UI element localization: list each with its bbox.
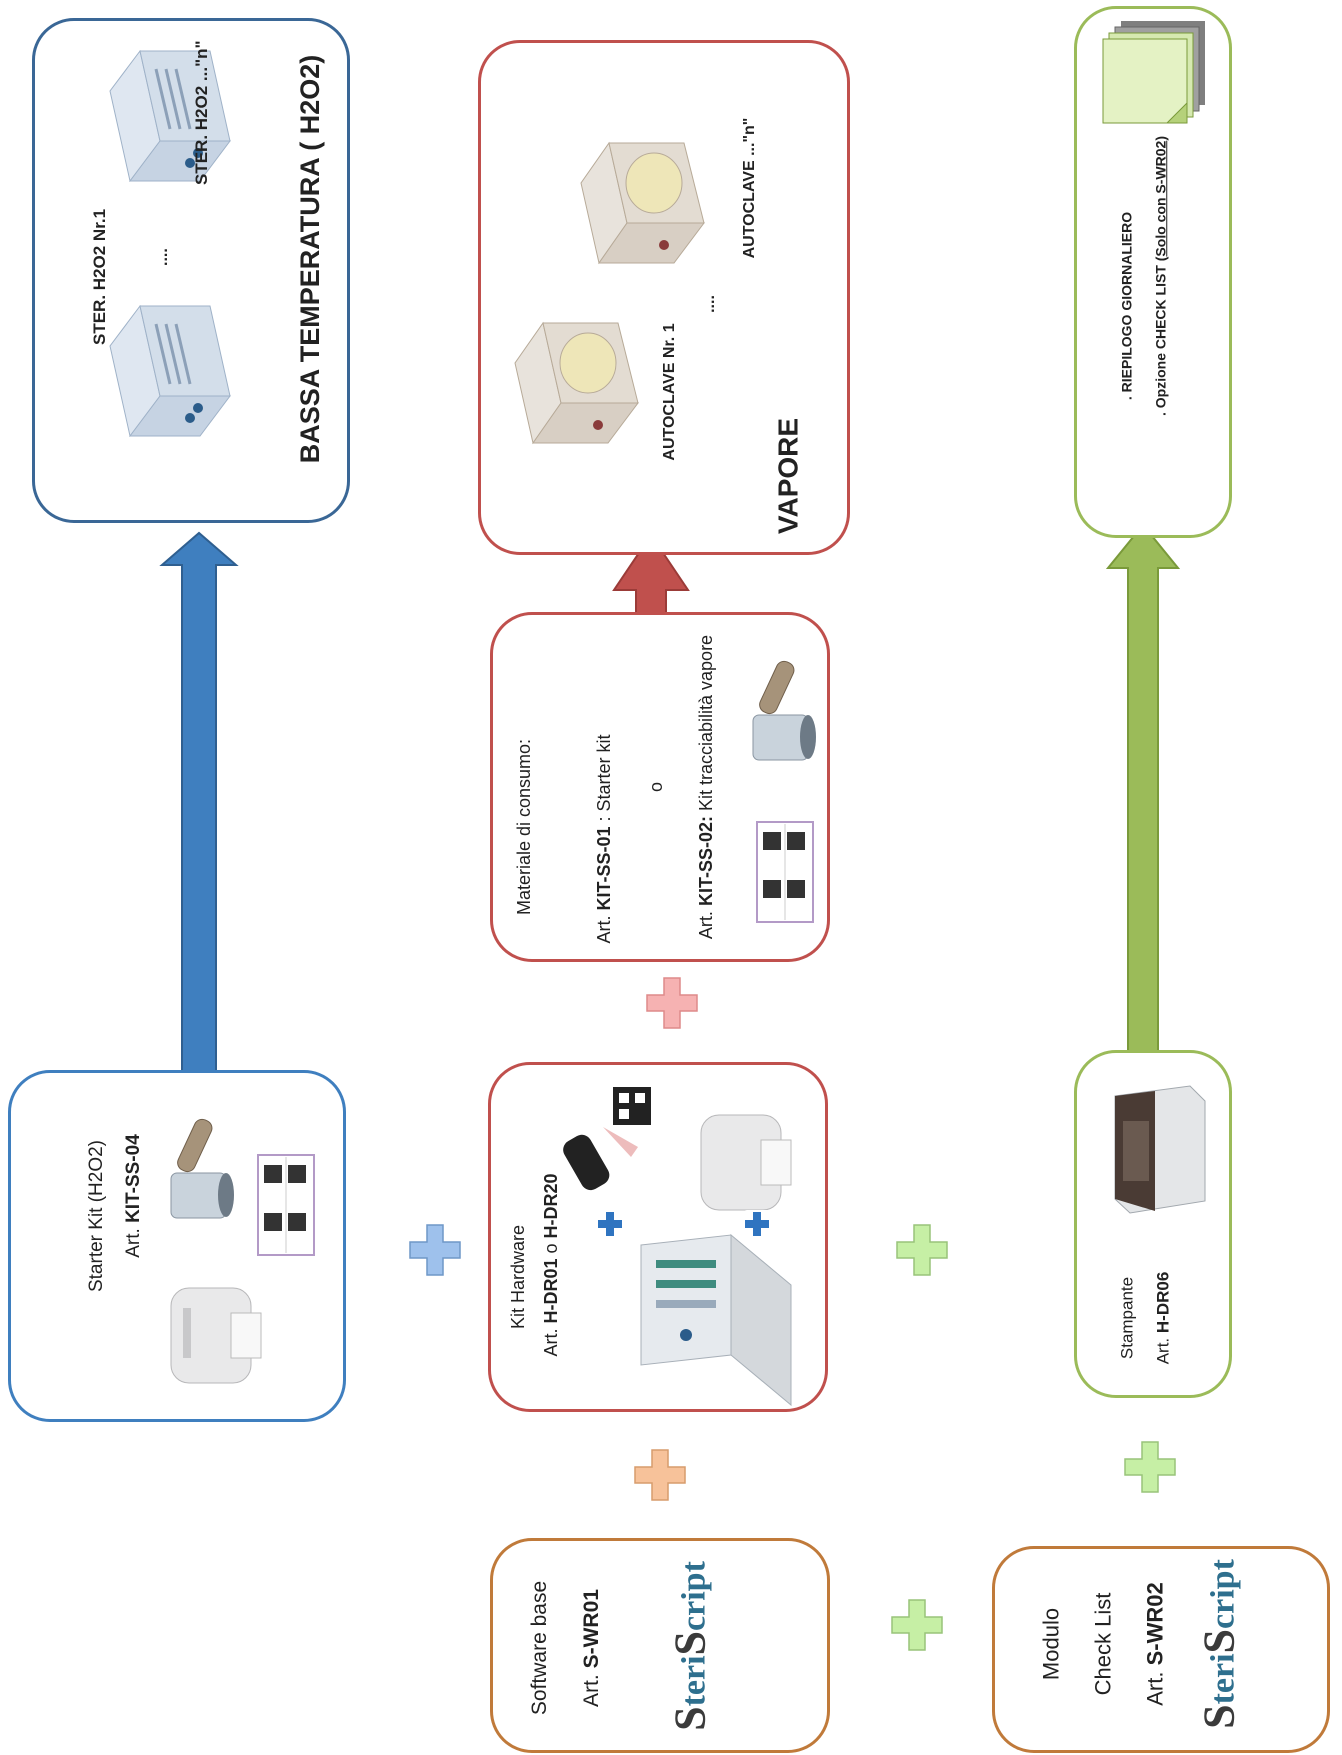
printer-title: Stampante: [1117, 1276, 1137, 1360]
art-prefix: Art.: [540, 1328, 561, 1357]
consumables-title: Materiale di consumo:: [513, 738, 534, 916]
low-temp-box: STER. H2O2 Nr.1 STER. H2O2 ..."n" .... B…: [32, 18, 350, 523]
art-code: S-WR02: [1142, 1581, 1168, 1665]
consumables-box: Materiale di consumo: Art. KIT-SS-01 : S…: [490, 612, 830, 962]
art-prefix: Art.: [1153, 1337, 1173, 1365]
report-box: . RIEPILOGO GIORNALIERO . Opzione CHECK …: [1074, 6, 1232, 538]
plus-red-icon: [646, 977, 698, 1029]
plus-orange-icon: [634, 1449, 686, 1501]
line2-prefix: Art.: [695, 911, 716, 940]
or-label: o: [645, 781, 666, 793]
plus-blue-icon: [596, 1210, 624, 1238]
starter-kit-title: Starter Kit (H2O2): [86, 1139, 108, 1293]
art-code-1: H-DR01: [540, 1258, 561, 1324]
art-code: H-DR06: [1153, 1271, 1173, 1334]
checklist-box: Modulo Check List Art. S-WR02 SteriScrip…: [992, 1546, 1330, 1753]
ribbon-roll-icon: [170, 1118, 234, 1219]
printer-icon: [1114, 1085, 1206, 1214]
ellipsis-label: ....: [154, 247, 171, 266]
plus-green-icon: [891, 1599, 943, 1651]
checklist-option-label: . Opzione CHECK LIST (: [1152, 256, 1169, 417]
sterilizer-icon: [109, 304, 231, 438]
low-temp-title-text: BASSA TEMPERATURA ( H2O2): [295, 54, 326, 463]
laptop-icon: [640, 1233, 792, 1407]
line1-desc: : Starter kit: [593, 734, 614, 822]
plus-green-icon: [896, 1224, 948, 1276]
plus-blue-icon: [743, 1210, 771, 1238]
plus-green-icon: [1124, 1441, 1176, 1493]
starter-kit-box: Starter Kit (H2O2) Art. KIT-SS-04: [8, 1070, 346, 1422]
printer-box: Stampante Art. H-DR06: [1074, 1050, 1232, 1398]
software-box: Software base Art. S-WR01 SteriScript: [490, 1538, 830, 1753]
daily-summary-label: . RIEPILOGO GIORNALIERO: [1118, 211, 1135, 401]
line1-prefix: Art.: [593, 915, 614, 944]
art-code: KIT-SS-04: [123, 1134, 145, 1223]
autoclave-icon: [580, 141, 705, 265]
art-code-2: H-DR20: [540, 1173, 561, 1239]
steriscript-logo: SteriScript: [665, 1560, 715, 1731]
hardware-title: Kit Hardware: [507, 1224, 528, 1330]
art-code: S-WR01: [579, 1588, 603, 1668]
checklist-option-requirement: Solo con S-WR02: [1152, 140, 1169, 257]
documents-stack-icon: [1102, 21, 1205, 124]
autoclave-unit-1-label: AUTOCLAVE Nr. 1: [661, 322, 678, 461]
label-printer-icon: [700, 1114, 792, 1211]
steam-box: AUTOCLAVE Nr. 1 AUTOCLAVE ..."n" .... VA…: [478, 40, 850, 555]
label-printer-icon: [170, 1287, 262, 1384]
sterilizer-icon: [109, 49, 231, 183]
art-prefix: Art.: [123, 1228, 145, 1258]
line1-code: KIT-SS-01: [593, 826, 614, 911]
qr-label-sheet-icon: [756, 821, 814, 923]
barcode-scanner-icon: [563, 1087, 651, 1191]
art-or: o: [540, 1243, 561, 1254]
art-prefix: Art.: [1142, 1671, 1168, 1706]
line2-desc: Kit tracciabilità vapore: [695, 634, 716, 812]
art-prefix: Art.: [579, 1673, 603, 1707]
module-label: Modulo: [1038, 1607, 1064, 1680]
steriscript-logo: SteriScript: [1194, 1558, 1244, 1729]
checklist-option-suffix: ): [1152, 135, 1169, 141]
ellipsis-label: ....: [701, 294, 718, 313]
ster-unit-n-label: STER. H2O2 ..."n": [192, 39, 211, 185]
ribbon-roll-icon: [752, 660, 816, 761]
software-title: Software base: [527, 1580, 551, 1715]
autoclave-icon: [514, 321, 639, 445]
hardware-box: Kit Hardware Art. H-DR01 o H-DR20: [488, 1062, 828, 1412]
low-temp-title: BASSA TEMPERATURA ( H2O2): [294, 54, 328, 463]
qr-label-sheet-icon: [257, 1154, 315, 1256]
plus-blue-icon: [409, 1224, 461, 1276]
ster-unit-1-label: STER. H2O2 Nr.1: [90, 208, 109, 345]
checklist-label: Check List: [1090, 1592, 1116, 1695]
line2-code: KIT-SS-02:: [695, 816, 716, 907]
steam-title: VAPORE: [772, 417, 804, 534]
autoclave-unit-n-label: AUTOCLAVE ..."n": [741, 117, 758, 258]
